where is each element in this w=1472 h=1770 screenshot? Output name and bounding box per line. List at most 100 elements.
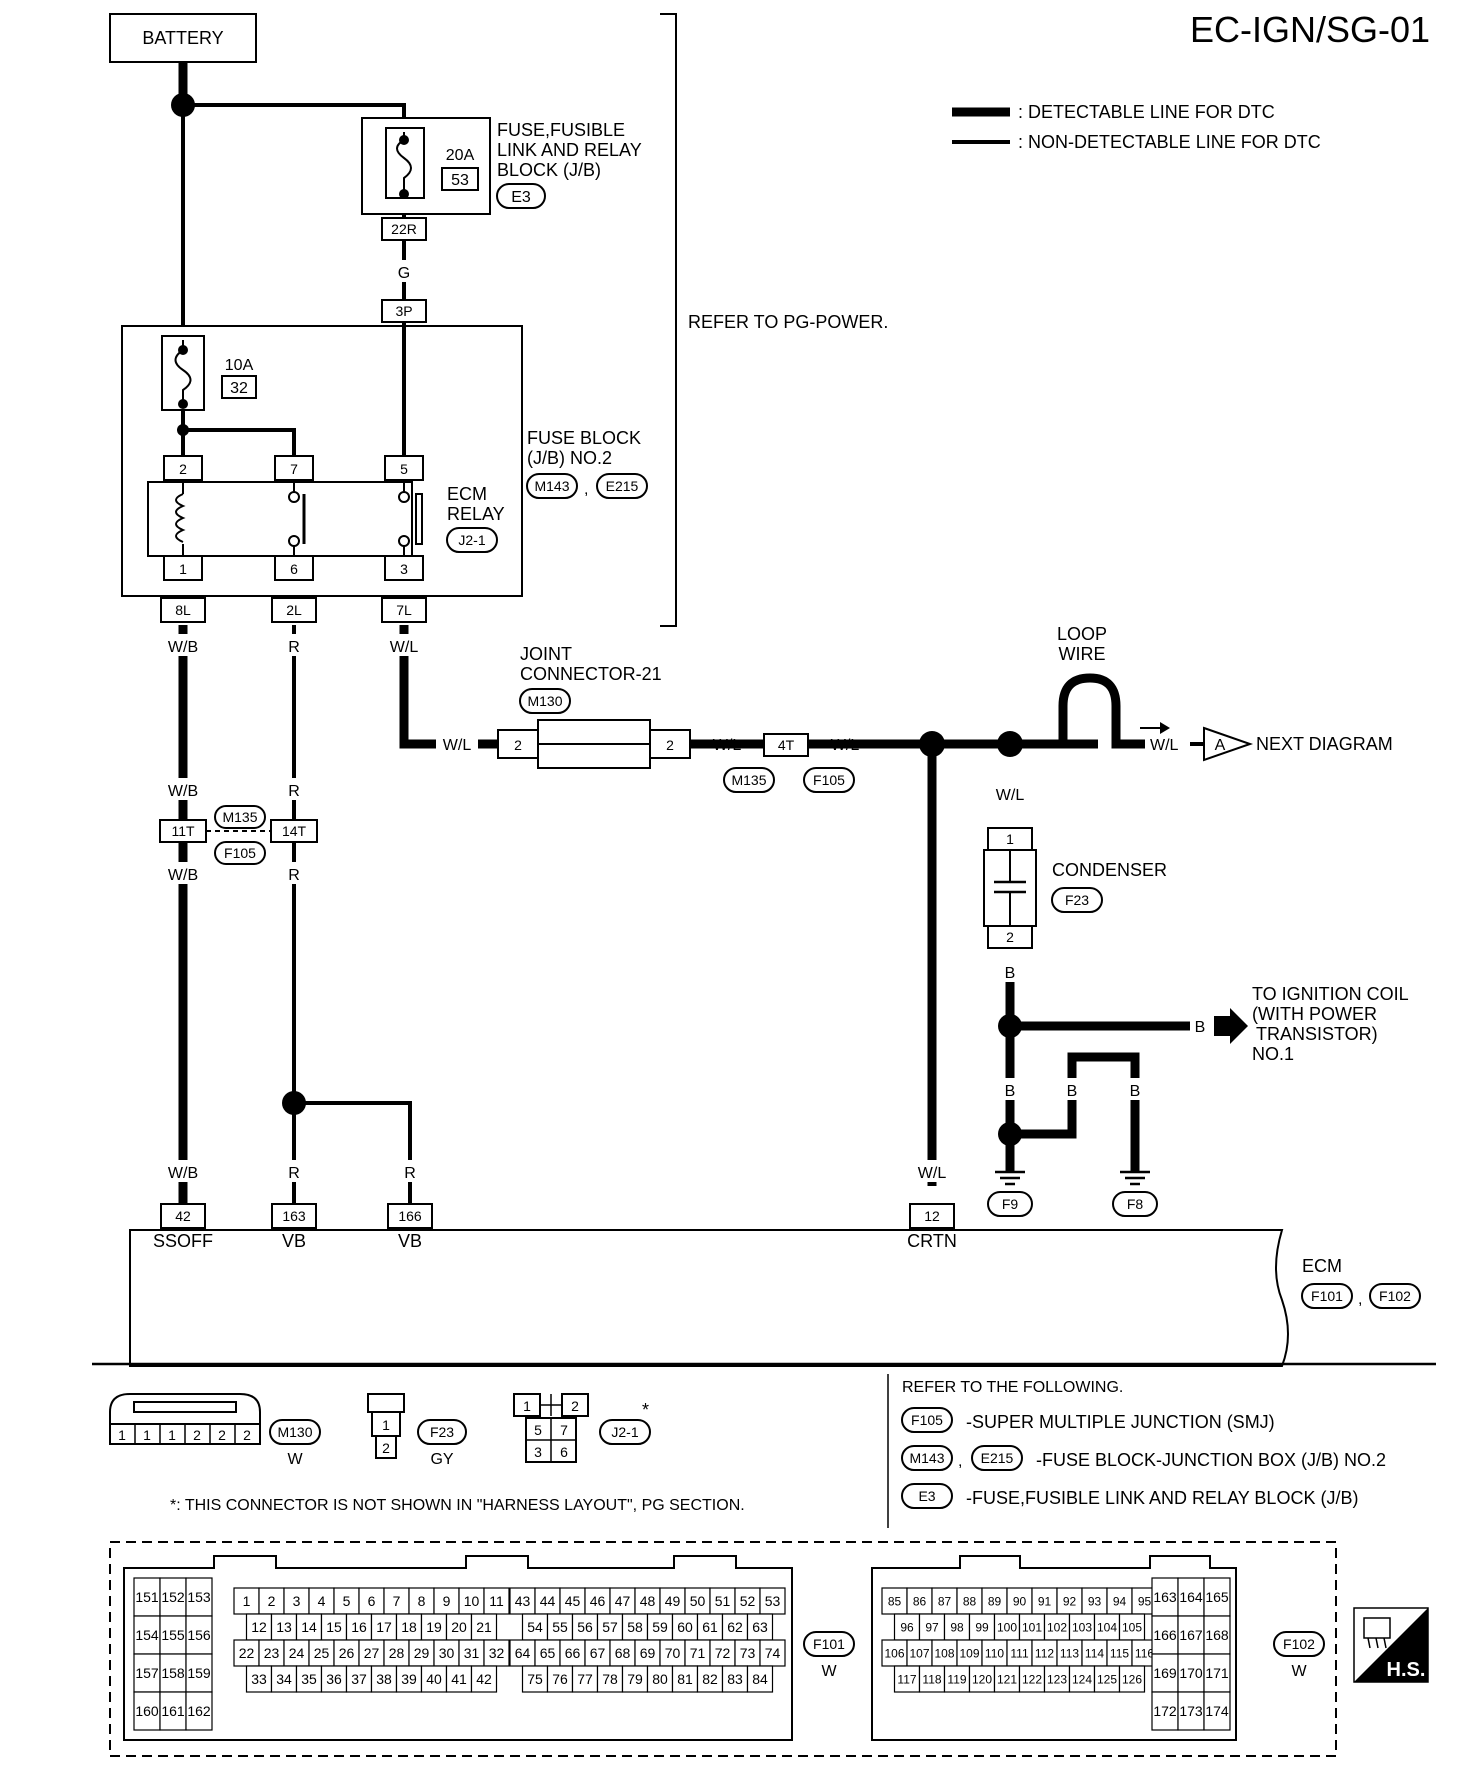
pin-cell bbox=[559, 1587, 586, 1615]
pin-number: 96 bbox=[900, 1620, 914, 1634]
pin-number: 171 bbox=[1205, 1665, 1229, 1681]
pin-cell bbox=[1203, 1577, 1231, 1617]
pin-number: 34 bbox=[276, 1671, 292, 1687]
wire-wb-smj-top: W/B bbox=[168, 783, 198, 800]
ign-coil-line1: TO IGNITION COIL bbox=[1252, 984, 1409, 1004]
vb-junction-dot bbox=[282, 1091, 306, 1115]
m135-badge-left bbox=[214, 805, 266, 829]
pin-number: 156 bbox=[187, 1627, 211, 1643]
m130-face-pin: 2 bbox=[218, 1427, 226, 1443]
j21-face-pin: 6 bbox=[560, 1444, 568, 1460]
m143-label: M143 bbox=[534, 478, 569, 494]
wire-g-bg bbox=[394, 260, 414, 282]
joint-line2: CONNECTOR-21 bbox=[520, 664, 662, 684]
pin-number: 79 bbox=[627, 1671, 643, 1687]
ecm-relay bbox=[147, 455, 424, 581]
pin-number: 2 bbox=[268, 1593, 276, 1609]
pin-cell bbox=[1018, 1665, 1046, 1693]
m135-label-right: M135 bbox=[731, 772, 766, 788]
fuse-10a bbox=[161, 335, 205, 411]
wire-wl-joint-right: W/L bbox=[713, 737, 742, 754]
pin-cell bbox=[159, 1691, 187, 1731]
pin-number: 172 bbox=[1153, 1703, 1177, 1719]
pin-number: 15 bbox=[326, 1619, 342, 1635]
pin-number: 164 bbox=[1179, 1589, 1203, 1605]
pin-cell bbox=[746, 1613, 774, 1641]
pin-cell bbox=[1177, 1691, 1205, 1731]
pin-number: 161 bbox=[161, 1703, 185, 1719]
fuse-block2-line2: (J/B) NO.2 bbox=[527, 448, 612, 468]
pin-cell bbox=[320, 1613, 348, 1641]
pin-number: 23 bbox=[264, 1645, 280, 1661]
pin-number: 80 bbox=[652, 1671, 668, 1687]
pin-number: 165 bbox=[1205, 1589, 1229, 1605]
pin-number: 48 bbox=[640, 1593, 656, 1609]
pin-cell bbox=[1177, 1615, 1205, 1655]
j21-face-pin: 1 bbox=[523, 1398, 531, 1414]
f23-badge bbox=[1051, 887, 1103, 913]
pin-number: 97 bbox=[925, 1620, 939, 1634]
ecm-f102-badge bbox=[1369, 1283, 1421, 1309]
wire-wb-top: W/B bbox=[168, 639, 198, 656]
pin-number: 121 bbox=[997, 1672, 1017, 1686]
pin-number: 28 bbox=[389, 1645, 405, 1661]
ref-sep: , bbox=[958, 1453, 962, 1470]
pin-number: 6 bbox=[368, 1593, 376, 1609]
legend-non-detectable-text: : NON-DETECTABLE LINE FOR DTC bbox=[1018, 132, 1321, 152]
f101-face-badge bbox=[803, 1631, 855, 1657]
pin-number: 14 bbox=[301, 1619, 317, 1635]
ref-fuse-block-text: -FUSE BLOCK-JUNCTION BOX (J/B) NO.2 bbox=[1036, 1450, 1386, 1470]
ref-m143-badge bbox=[901, 1445, 953, 1471]
pin-cell bbox=[956, 1639, 983, 1667]
pin-number: 3 bbox=[293, 1593, 301, 1609]
pin-number: 42 bbox=[476, 1671, 492, 1687]
pin-cell bbox=[943, 1665, 971, 1693]
pin-number: 36 bbox=[326, 1671, 342, 1687]
wire-r-smj-top: R bbox=[288, 783, 300, 800]
pin-number: 118 bbox=[922, 1672, 941, 1686]
pin-number: 60 bbox=[677, 1619, 693, 1635]
pin-number: 117 bbox=[897, 1672, 916, 1686]
pin-number: 120 bbox=[972, 1672, 992, 1686]
condenser-body bbox=[983, 827, 1037, 949]
pin-number: 109 bbox=[959, 1646, 979, 1660]
pin-number: 101 bbox=[1022, 1620, 1042, 1634]
pin-number: 18 bbox=[401, 1619, 417, 1635]
ref-e215-badge bbox=[971, 1445, 1023, 1471]
pin-number: 85 bbox=[888, 1594, 902, 1608]
f8-badge bbox=[1112, 1191, 1158, 1217]
pin-cell bbox=[609, 1639, 636, 1667]
pin-number: 9 bbox=[443, 1593, 451, 1609]
ign-coil-line4: NO.1 bbox=[1252, 1044, 1294, 1064]
pin-number: 151 bbox=[135, 1589, 159, 1605]
pin-number: 102 bbox=[1047, 1620, 1067, 1634]
pin-number: 56 bbox=[577, 1619, 593, 1635]
relay-pin-2: 2 bbox=[179, 461, 187, 477]
relay-pin-7: 7 bbox=[290, 461, 298, 477]
ground-wire-label-bgs bbox=[1000, 1078, 1145, 1100]
pin-cell bbox=[993, 1665, 1021, 1693]
pin-number: 38 bbox=[376, 1671, 392, 1687]
pin-cell bbox=[185, 1577, 213, 1617]
pin-number: 45 bbox=[565, 1593, 581, 1609]
ground-junction-dot bbox=[998, 1122, 1022, 1146]
relay-pin-6: 6 bbox=[290, 561, 298, 577]
pin-number: 46 bbox=[590, 1593, 606, 1609]
pin-number: 110 bbox=[985, 1646, 1004, 1660]
pin-number: 64 bbox=[515, 1645, 531, 1661]
pin-cell bbox=[1018, 1613, 1046, 1641]
ref-m143-label: M143 bbox=[909, 1450, 944, 1466]
pin-number: 52 bbox=[740, 1593, 756, 1609]
m135-badge-right bbox=[723, 767, 775, 793]
j21-face-pin: 5 bbox=[534, 1422, 542, 1438]
pin-number: 166 bbox=[1153, 1627, 1177, 1643]
loop-line2: WIRE bbox=[1059, 644, 1106, 664]
ecm-f101-label: F101 bbox=[1311, 1288, 1343, 1304]
hs-label: H.S. bbox=[1387, 1659, 1426, 1681]
joint-line1: JOINT bbox=[520, 644, 572, 664]
pin-number: 4 bbox=[318, 1593, 326, 1609]
pin-cell bbox=[445, 1613, 473, 1641]
pin-cell bbox=[1118, 1665, 1146, 1693]
